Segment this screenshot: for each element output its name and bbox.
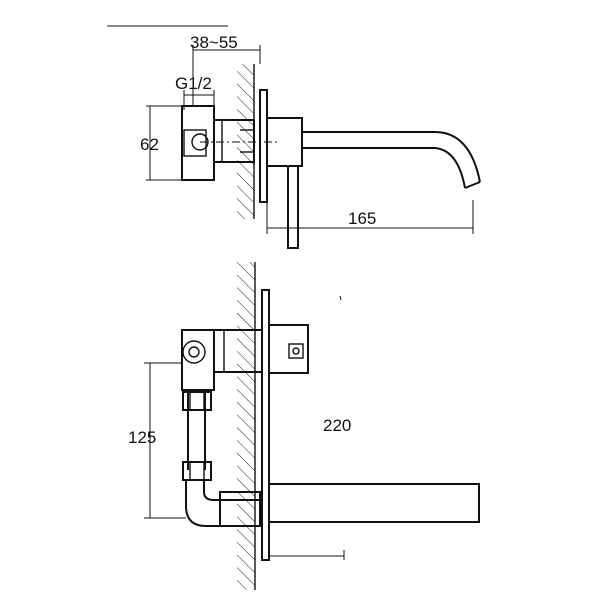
pipe-nut-upper bbox=[182, 391, 212, 411]
outlet-elbow bbox=[185, 480, 262, 527]
cover-plate-front bbox=[261, 289, 270, 561]
wall-connector-front bbox=[213, 329, 263, 373]
wall-connector-side bbox=[213, 119, 255, 163]
body-port-front bbox=[182, 340, 206, 364]
dim-overall-height: 220 bbox=[323, 416, 351, 435]
pipe-nut-lower bbox=[182, 461, 212, 481]
handle-front bbox=[268, 324, 309, 374]
wall-hatch-bottom bbox=[237, 262, 255, 590]
front-view: 125 220 bbox=[128, 262, 480, 590]
concealed-body-side bbox=[181, 105, 215, 181]
dim-spout-reach: 165 bbox=[348, 209, 376, 228]
dim-thread: G1/2 bbox=[175, 74, 212, 93]
dim-body-height: 62 bbox=[140, 135, 159, 154]
cover-plate-side bbox=[259, 89, 268, 203]
side-view: 38~55 G1/2 62 165 bbox=[107, 25, 481, 249]
dim-outlet-spacing: 125 bbox=[128, 428, 156, 447]
handle-lever-side bbox=[287, 165, 299, 249]
spout-side bbox=[302, 131, 481, 189]
spout-front bbox=[268, 483, 480, 523]
body-port bbox=[183, 129, 207, 157]
wall-hatch-top bbox=[237, 64, 254, 219]
handle-body-side bbox=[266, 117, 303, 167]
dim-wall-depth: 38~55 bbox=[190, 33, 238, 52]
